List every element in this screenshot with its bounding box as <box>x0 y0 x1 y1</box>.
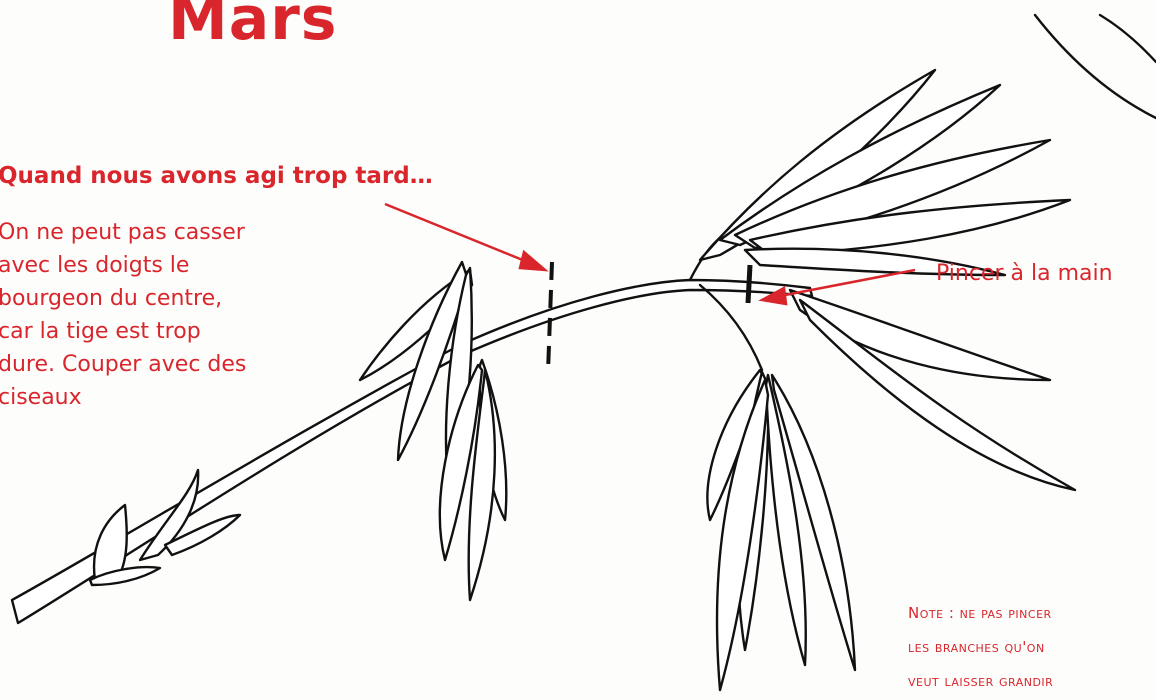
pincer-label: Pincer à la main <box>936 261 1113 286</box>
body-line: car la tige est trop <box>0 315 246 348</box>
body-line: bourgeon du centre, <box>0 282 246 315</box>
note-line: Note : ne pas pincer <box>908 596 1053 630</box>
body-line: dure. Couper avec des <box>0 348 246 381</box>
lower-branch <box>700 285 762 370</box>
annotation-body: On ne peut pas casser avec les doigts le… <box>0 216 246 414</box>
annotation-heading: Quand nous avons agi trop tard… <box>0 163 433 189</box>
note-line: les branches qu'on <box>908 630 1053 664</box>
leaf-top-right-edge <box>1035 15 1156 118</box>
cut-arrow <box>385 204 545 270</box>
body-line: ciseaux <box>0 381 246 414</box>
note-text: Note : ne pas pincer les branches qu'on … <box>908 596 1053 698</box>
leaf-top-right-edge-2 <box>1100 15 1156 62</box>
note-line: veut laisser grandir <box>908 664 1053 698</box>
pincer-arrow <box>762 270 915 304</box>
page-title: Mars <box>168 0 338 54</box>
pinch-mark <box>748 265 750 303</box>
body-line: On ne peut pas casser <box>0 216 246 249</box>
body-line: avec les doigts le <box>0 249 246 282</box>
